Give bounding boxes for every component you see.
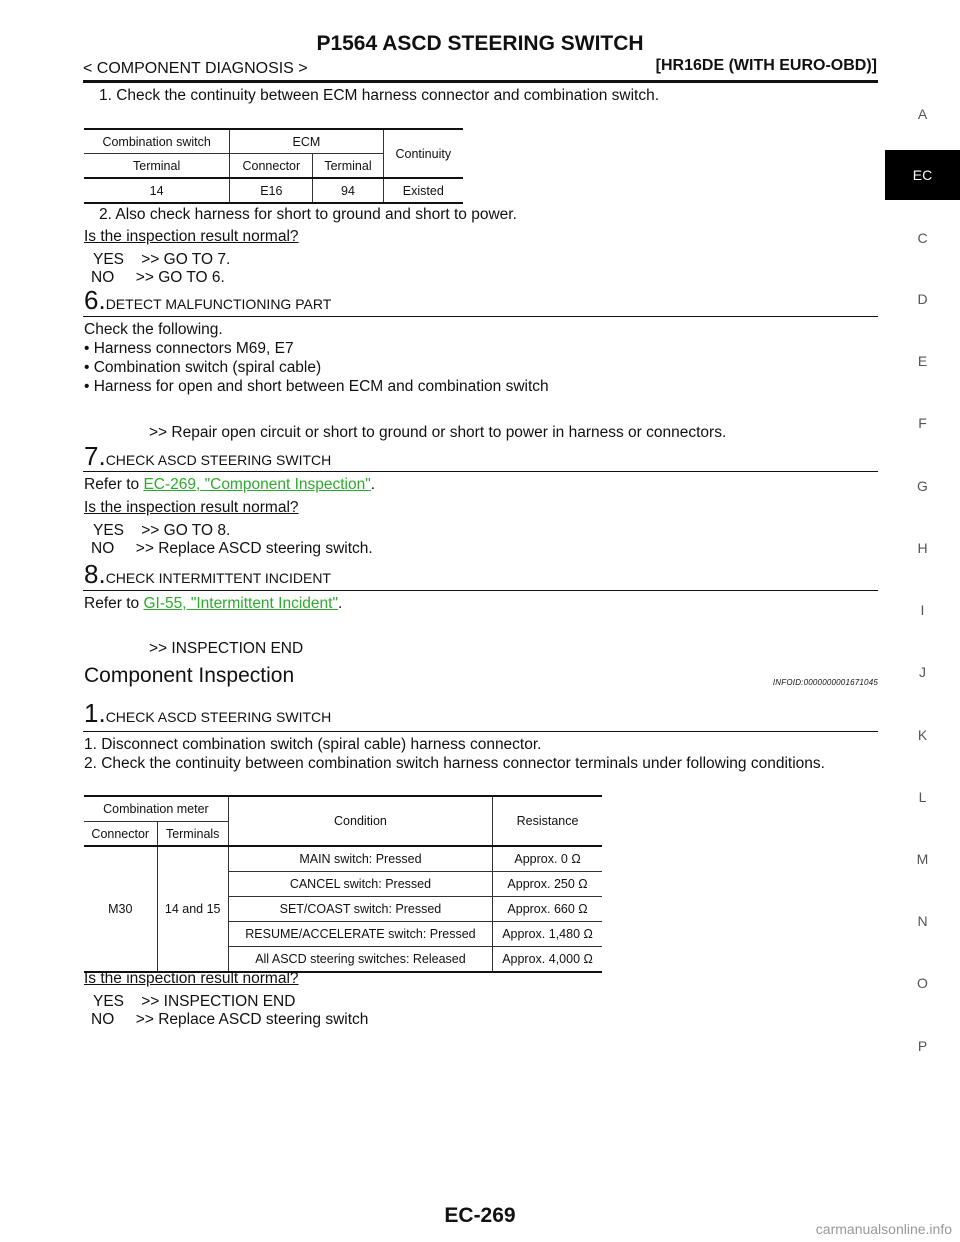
step6-title: DETECT MALFUNCTIONING PART: [105, 296, 332, 312]
th-terminal-ecm: Terminal: [312, 153, 384, 178]
tab-J[interactable]: J: [919, 664, 926, 680]
info-id: INFOID:0000000001671045: [772, 678, 878, 687]
step8-number: 8.: [84, 559, 106, 589]
step8-refer: Refer to GI-55, "Intermittent Incident".: [84, 594, 342, 613]
step8-refer-text: Refer to: [84, 595, 144, 612]
cell-resistance: Approx. 0 Ω: [492, 845, 602, 872]
step8-title: CHECK INTERMITTENT INCIDENT: [105, 570, 331, 586]
th-condition: Condition: [227, 796, 493, 846]
cell-terminals: 14 and 15: [156, 845, 229, 972]
tab-D[interactable]: D: [917, 291, 928, 307]
tab-G[interactable]: G: [917, 478, 928, 494]
footer-watermark: carmanualsonline.info: [815, 1221, 952, 1237]
step6-heading: 6.DETECT MALFUNCTIONING PART: [84, 287, 331, 313]
th-connector: Connector: [91, 826, 150, 841]
component-inspection-title: Component Inspection: [84, 664, 295, 687]
header-rule: [83, 80, 878, 83]
step6-number: 6.: [84, 285, 106, 315]
step8-result: >> INSPECTION END: [149, 640, 304, 657]
step7-title: CHECK ASCD STEERING SWITCH: [105, 452, 332, 468]
th-resistance: Resistance: [492, 796, 602, 846]
cell-condition: SET/COAST switch: Pressed: [227, 896, 493, 922]
cell-resistance: Approx. 4,000 Ω: [492, 946, 602, 972]
th-connector: Connector: [229, 153, 313, 178]
tab-K[interactable]: K: [917, 727, 928, 743]
th-combination-meter: Combination meter: [84, 796, 229, 822]
cell-condition: All ASCD steering switches: Released: [227, 946, 493, 972]
component-question: Is the inspection result normal?: [84, 970, 299, 987]
tab-L[interactable]: L: [918, 789, 927, 805]
step7-refer-text: Refer to: [84, 476, 144, 493]
step7-no: NO >> Replace ASCD steering switch.: [91, 540, 373, 557]
step6-bullet-3: • Harness for open and short between ECM…: [84, 378, 549, 395]
th-terminal: Terminal: [84, 153, 230, 178]
th-terminals: Terminals: [156, 821, 229, 846]
th-continuity: Continuity: [382, 129, 463, 178]
cell-terminal-ecm: 94: [312, 177, 384, 203]
step7-heading: 7.CHECK ASCD STEERING SWITCH: [84, 443, 331, 469]
component-step-title: CHECK ASCD STEERING SWITCH: [105, 709, 332, 725]
intro-question: Is the inspection result normal?: [84, 228, 299, 245]
tab-EC[interactable]: EC: [885, 150, 960, 200]
step8-rule: [83, 590, 878, 591]
intro-step2: 2. Also check harness for short to groun…: [99, 206, 517, 223]
component-step-heading: 1.CHECK ASCD STEERING SWITCH: [84, 700, 331, 726]
tab-A[interactable]: A: [917, 106, 928, 122]
continuity-table-1: Combination switch ECM Continuity Termin…: [84, 128, 463, 204]
cell-connector: E16: [229, 177, 313, 203]
step7-rule: [83, 471, 878, 472]
intro-step1: 1. Check the continuity between ECM harn…: [99, 87, 660, 104]
model-label: [HR16DE (WITH EURO-OBD)]: [655, 57, 877, 74]
resistance-table: Combination meter Condition Resistance C…: [84, 795, 602, 973]
section-label: < COMPONENT DIAGNOSIS >: [83, 60, 308, 77]
step7-refer: Refer to EC-269, "Component Inspection".: [84, 475, 375, 494]
step7-yes: YES >> GO TO 8.: [93, 522, 231, 539]
component-line-1: 1. Disconnect combination switch (spiral…: [84, 736, 542, 753]
step7-link[interactable]: EC-269, "Component Inspection": [143, 476, 371, 493]
tab-C[interactable]: C: [917, 230, 928, 246]
component-no: NO >> Replace ASCD steering switch: [91, 1011, 369, 1028]
cell-condition: RESUME/ACCELERATE switch: Pressed: [227, 921, 493, 947]
cell-resistance: Approx. 250 Ω: [492, 871, 602, 897]
intro-no: NO >> GO TO 6.: [91, 269, 225, 286]
step6-bullet-1: • Harness connectors M69, E7: [84, 340, 294, 357]
tab-H[interactable]: H: [917, 540, 928, 556]
cell-terminal: 14: [84, 177, 230, 203]
step8-dot: .: [337, 595, 343, 612]
step8-heading: 8.CHECK INTERMITTENT INCIDENT: [84, 561, 331, 587]
cell-continuity: Existed: [382, 177, 463, 203]
cell-resistance: Approx. 1,480 Ω: [492, 921, 602, 947]
intro-yes: YES >> GO TO 7.: [93, 251, 231, 268]
page-number: EC-269: [444, 1204, 516, 1227]
step7-question: Is the inspection result normal?: [84, 499, 299, 516]
component-step-number: 1.: [84, 698, 106, 728]
tab-F[interactable]: F: [918, 415, 927, 431]
tab-M[interactable]: M: [916, 851, 929, 867]
component-step-rule: [83, 731, 878, 732]
step7-number: 7.: [84, 441, 106, 471]
step6-rule: [83, 316, 878, 317]
cell-condition: MAIN switch: Pressed: [227, 845, 493, 872]
step8-link[interactable]: GI-55, "Intermittent Incident": [143, 595, 338, 612]
cell-connector: M30: [84, 845, 158, 972]
tab-E[interactable]: E: [917, 353, 928, 369]
tab-P[interactable]: P: [917, 1038, 928, 1054]
th-combination-switch: Combination switch: [102, 134, 211, 149]
tab-I[interactable]: I: [920, 602, 925, 618]
step7-dot: .: [370, 476, 376, 493]
step6-result: >> Repair open circuit or short to groun…: [149, 424, 727, 441]
cell-resistance: Approx. 660 Ω: [492, 896, 602, 922]
component-line-2: 2. Check the continuity between combinat…: [84, 755, 825, 772]
component-yes: YES >> INSPECTION END: [93, 993, 296, 1010]
step6-bullet-2: • Combination switch (spiral cable): [84, 359, 322, 376]
th-ecm: ECM: [229, 129, 384, 154]
tab-O[interactable]: O: [917, 975, 928, 991]
cell-condition: CANCEL switch: Pressed: [227, 871, 493, 897]
tab-N[interactable]: N: [917, 913, 928, 929]
step6-intro: Check the following.: [84, 321, 223, 338]
page-title: P1564 ASCD STEERING SWITCH: [316, 32, 644, 55]
